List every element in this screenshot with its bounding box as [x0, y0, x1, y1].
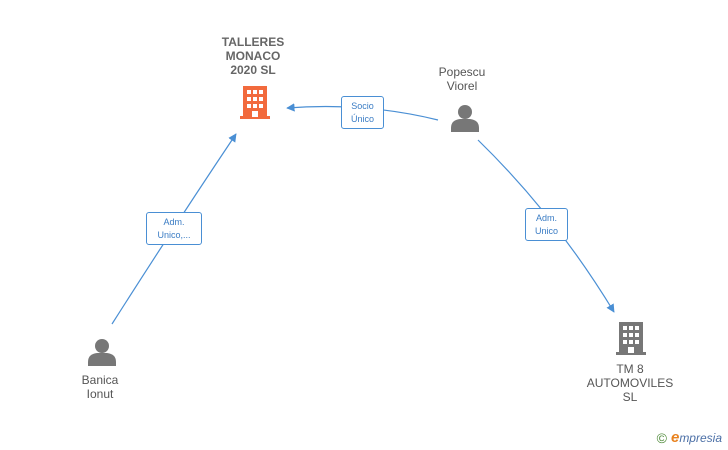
person-icon[interactable]	[88, 339, 116, 366]
building-icon[interactable]	[616, 322, 646, 355]
edge-label-socio[interactable]: Socio Único	[341, 96, 384, 129]
empresia-watermark: © empresia	[657, 429, 722, 446]
building-icon[interactable]	[240, 86, 270, 119]
copyright-icon: ©	[656, 429, 667, 446]
node-label-popescu[interactable]: Popescu Viorel	[438, 65, 486, 93]
edge-label-adm-banica[interactable]: Adm. Unico,...	[146, 212, 202, 245]
node-label-tm8[interactable]: TM 8 AUTOMOVILES SL	[586, 362, 674, 404]
person-icon[interactable]	[451, 105, 479, 132]
node-label-talleres[interactable]: TALLERES MONACO 2020 SL	[221, 35, 285, 77]
brand-logo: empresia	[670, 429, 722, 446]
edge-label-adm-tm8[interactable]: Adm. Unico	[525, 208, 568, 241]
node-label-banica[interactable]: Banica Ionut	[81, 373, 119, 401]
